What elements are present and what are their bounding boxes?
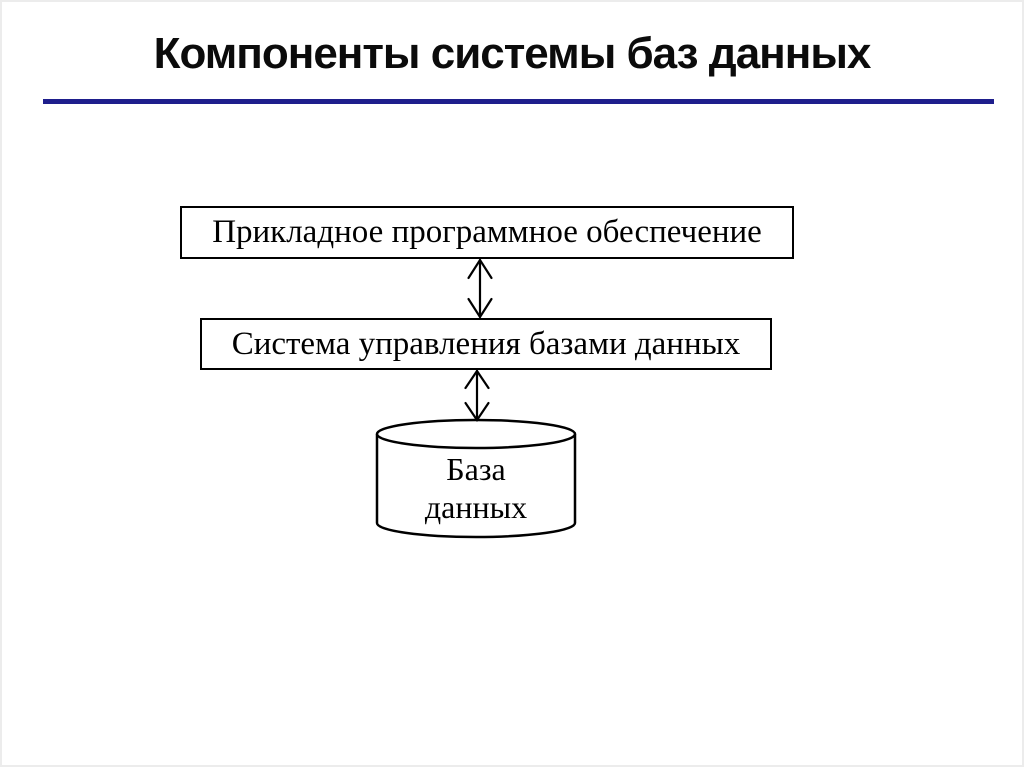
double-headed-vertical-arrow-icon bbox=[464, 369, 490, 422]
title-underline bbox=[43, 99, 994, 104]
dbms-label: Система управления базами данных bbox=[231, 325, 741, 362]
application-software-box: Прикладное программное обеспечение bbox=[180, 206, 794, 259]
database-label: База данных bbox=[376, 450, 576, 526]
page-title: Компоненты системы баз данных bbox=[153, 29, 872, 78]
database-label-line2: данных bbox=[424, 489, 528, 525]
dbms-box: Система управления базами данных bbox=[200, 318, 772, 370]
database-label-line1: База bbox=[446, 451, 506, 487]
double-headed-vertical-arrow-icon bbox=[467, 257, 493, 320]
application-software-label: Прикладное программное обеспечение bbox=[212, 214, 762, 250]
database-cylinder-shape bbox=[375, 418, 577, 539]
